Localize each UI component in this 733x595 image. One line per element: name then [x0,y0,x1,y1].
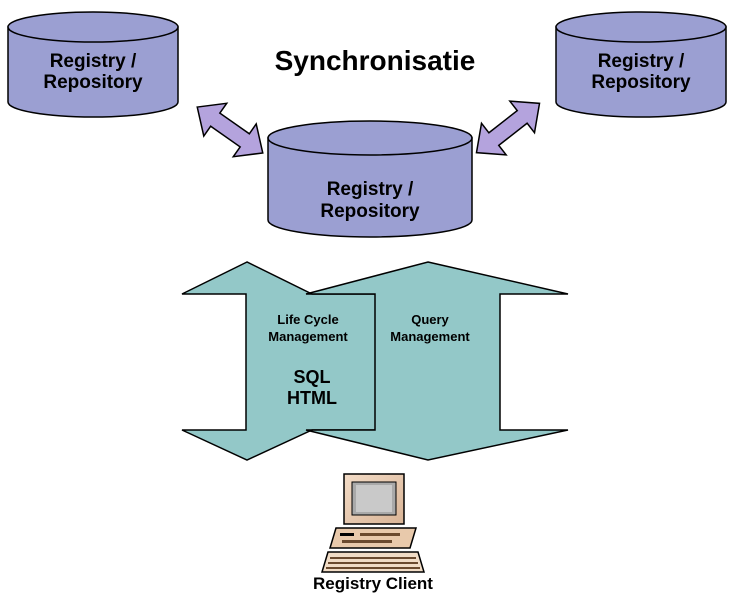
repository-left-label-line1: Registry / [50,51,137,72]
repository-right-label-line2: Repository [591,72,691,93]
registry-client-label: Registry Client [313,574,433,593]
repository-left: Registry / Repository [7,11,179,118]
query-label-line2: Management [390,329,470,344]
query-management-arrow [305,261,569,461]
query-label-line1: Query [411,312,449,327]
repository-center-label-line1: Registry / [327,179,414,200]
repository-left-label-line2: Repository [43,72,143,93]
protocol-sql: SQL [293,367,330,387]
sync-arrow-right [475,100,541,156]
repository-right-label-line1: Registry / [598,51,685,72]
lifecycle-label-line2: Management [268,329,348,344]
diagram-title: Synchronisatie [275,45,476,76]
sync-arrow-left [196,102,264,158]
repository-center-label-line2: Repository [320,201,420,222]
repository-right: Registry / Repository [555,11,727,118]
computer-icon [320,473,426,573]
protocol-html: HTML [287,388,337,408]
repository-center: Registry / Repository [267,120,473,238]
lifecycle-label-line1: Life Cycle [277,312,338,327]
